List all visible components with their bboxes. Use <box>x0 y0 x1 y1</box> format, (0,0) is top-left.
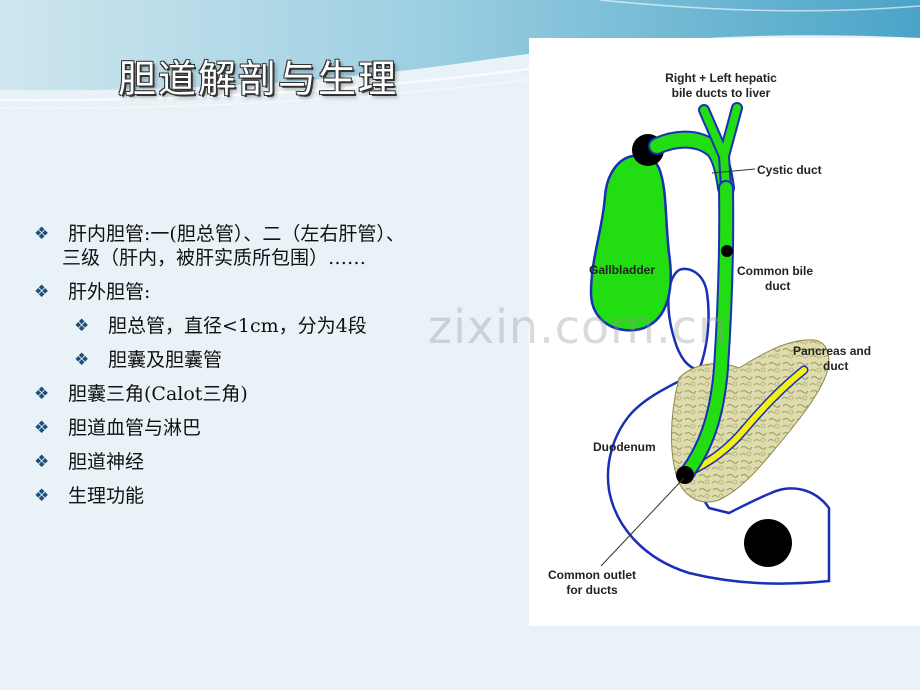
common-bile-duct-fill <box>681 182 733 479</box>
bullet-item-nerves: ❖ 胆道神经 <box>34 450 514 474</box>
diamond-bullet-icon: ❖ <box>74 316 90 336</box>
bullet-text: 胆道神经 <box>68 451 145 473</box>
bullet-item-extrahepatic: ❖ 肝外胆管: <box>34 280 514 304</box>
gallbladder-shape <box>589 153 672 332</box>
cystic-leader-line <box>711 168 756 174</box>
diamond-bullet-icon: ❖ <box>34 384 50 404</box>
bullet-text-continued: 三级（肝内，被肝实质所包围）…… <box>62 247 367 269</box>
bullet-item-physiology: ❖ 生理功能 <box>34 484 514 508</box>
watermark-text: zixin.com.cn <box>428 300 729 354</box>
diamond-bullet-icon: ❖ <box>34 282 50 302</box>
label-common-bile-duct-1: Common bile <box>737 264 813 278</box>
label-common-outlet-2: for ducts <box>566 583 618 597</box>
biliary-anatomy-diagram: Right + Left hepatic bile ducts to liver… <box>529 38 920 626</box>
duodenum-outline <box>606 267 831 585</box>
duodenal-lumen-dot <box>744 519 792 567</box>
bullet-text: 肝外胆管: <box>68 281 151 303</box>
label-common-bile-duct-2: duct <box>765 279 790 293</box>
diamond-bullet-icon: ❖ <box>74 350 90 370</box>
slide-title: 胆道解剖与生理 <box>118 57 399 101</box>
bullet-list: ❖ 肝内胆管:一(胆总管）、二（左右肝管）、 三级（肝内，被肝实质所包围）…… … <box>34 222 514 518</box>
label-pancreas-2: duct <box>823 359 848 373</box>
label-gallbladder: Gallbladder <box>589 263 655 277</box>
diagram-svg: Right + Left hepatic bile ducts to liver… <box>548 71 871 597</box>
left-hepatic-duct-fill <box>720 104 741 160</box>
ampulla-dot <box>676 466 694 484</box>
bullet-item-vessels: ❖ 胆道血管与淋巴 <box>34 416 514 440</box>
label-pancreas-1: Pancreas and <box>793 344 871 358</box>
bullet-item-intrahepatic: ❖ 肝内胆管:一(胆总管）、二（左右肝管）、 三级（肝内，被肝实质所包围）…… <box>34 222 514 270</box>
bullet-subitem-gallbladder: ❖ 胆囊及胆囊管 <box>74 348 514 372</box>
diamond-bullet-icon: ❖ <box>34 452 50 472</box>
label-cystic-duct: Cystic duct <box>757 163 822 177</box>
diamond-bullet-icon: ❖ <box>34 486 50 506</box>
cbd-junction-dot <box>721 245 733 257</box>
bullet-subitem-cbd: ❖ 胆总管，直径<1cm，分为4段 <box>74 314 514 338</box>
bullet-text: 胆囊及胆囊管 <box>108 349 223 371</box>
label-hepatic-ducts-2: bile ducts to liver <box>672 86 771 100</box>
pancreatic-duct-fill <box>684 367 807 476</box>
bullet-text: 胆总管，直径<1cm，分为4段 <box>108 315 367 337</box>
label-duodenum: Duodenum <box>593 440 656 454</box>
bullet-text: 胆道血管与淋巴 <box>68 417 202 439</box>
label-hepatic-ducts-1: Right + Left hepatic <box>665 71 777 85</box>
label-common-outlet-1: Common outlet <box>548 568 636 582</box>
outlet-leader-line <box>600 477 685 567</box>
bullet-item-calot: ❖ 胆囊三角(Calot三角) <box>34 382 514 406</box>
bullet-text: 生理功能 <box>68 485 145 507</box>
bullet-text: 肝内胆管:一(胆总管）、二（左右肝管）、 <box>68 223 405 245</box>
diamond-bullet-icon: ❖ <box>34 224 50 244</box>
bullet-text: 胆囊三角(Calot三角) <box>68 383 248 405</box>
diamond-bullet-icon: ❖ <box>34 418 50 438</box>
